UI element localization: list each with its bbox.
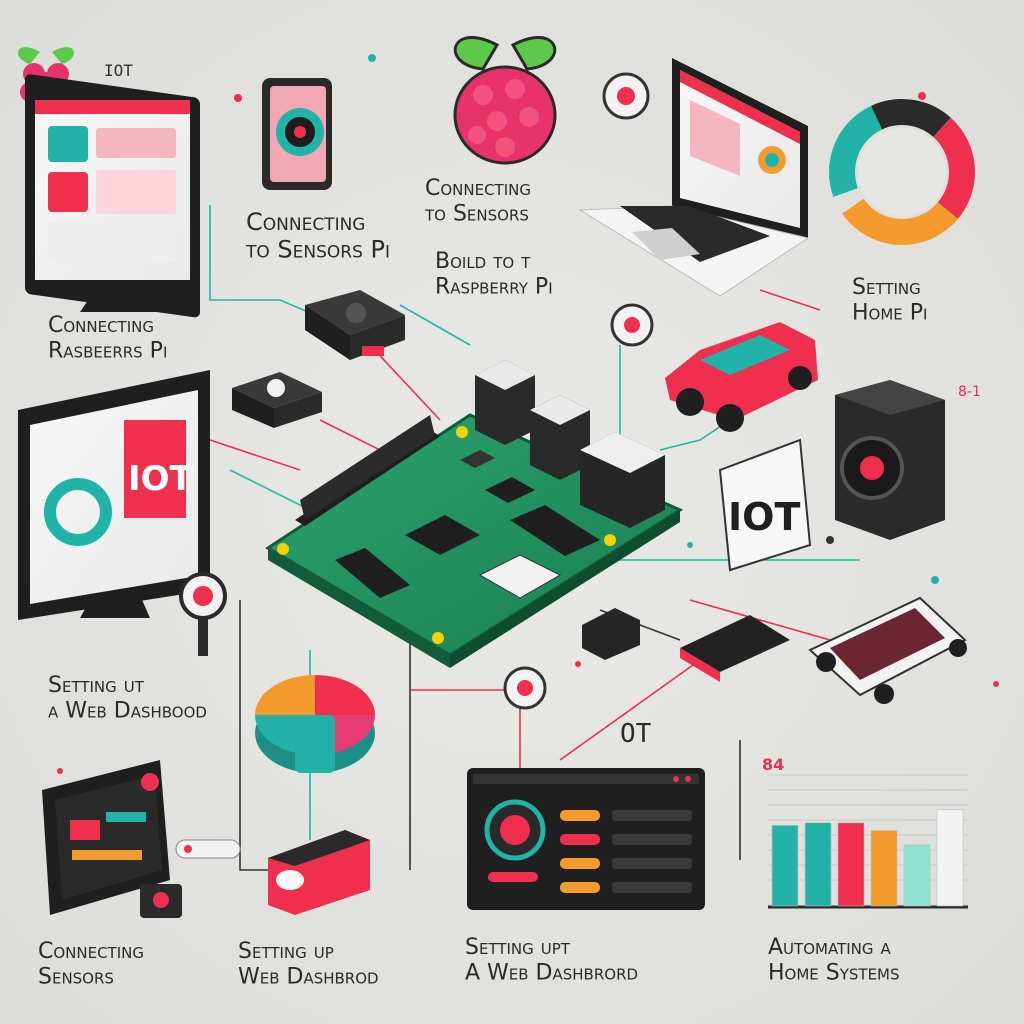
dashboard-tablet-left xyxy=(42,760,170,915)
iot-badge-card xyxy=(718,438,812,572)
label-setting-home-pi-line-2: Home Pi xyxy=(852,300,927,325)
bar-1 xyxy=(771,825,799,907)
red-gadget xyxy=(268,830,370,915)
tag-chip xyxy=(175,839,241,859)
iot-monitor-text: IOT xyxy=(128,459,194,499)
bar-5 xyxy=(903,844,931,907)
bar-3 xyxy=(837,822,865,907)
label-bottom-setting-up-web-line-2: Web Dashbrod xyxy=(238,964,379,989)
monitor-top-left xyxy=(25,74,200,318)
laptop xyxy=(578,58,810,297)
sensor-box-upper xyxy=(305,290,405,360)
usb-port-1 xyxy=(475,360,535,445)
ot-label: OT xyxy=(620,719,652,749)
gpio-header xyxy=(295,415,440,526)
label-setting-up-dashboard-line-2: a Web Dashbood xyxy=(48,698,207,723)
sensor-dot-top xyxy=(602,72,650,120)
magnifier-icon xyxy=(179,572,227,656)
bar-chart xyxy=(768,774,968,909)
camera-module-tile xyxy=(262,78,332,190)
gadget-small-black xyxy=(582,608,640,660)
pie-3d xyxy=(255,675,375,773)
label-connecting-sensors-pi: Connecting to Sensors Pi xyxy=(245,208,390,264)
sensor-box-lower xyxy=(232,372,322,428)
toy-car xyxy=(665,322,818,432)
label-bottom-connecting-sensors: Connecting Sensors xyxy=(38,939,151,989)
speaker-badge: 8-1 xyxy=(958,384,981,400)
speaker-cube xyxy=(835,380,945,540)
label-build-raspberry-line-2: Raspberry Pi xyxy=(435,274,553,299)
chart-badge: 84 xyxy=(762,755,784,774)
label-connecting-sensors-top-line-2: to Sensors xyxy=(424,201,529,226)
web-dashboard-panel xyxy=(467,768,705,910)
raspberry-pi-board xyxy=(265,360,684,668)
label-bottom-setting-up-a-web: Setting upt A Web Dashbrord xyxy=(465,935,638,985)
label-bottom-automating-line-2: Home Systems xyxy=(768,960,900,985)
sensor-dot-mid xyxy=(610,303,654,347)
iot-badge-text: IOT xyxy=(728,495,800,539)
label-build-raspberry: Boild to t Raspberry Pi xyxy=(435,249,553,299)
monitor-iot-left xyxy=(18,370,210,620)
raspberry-logo-large xyxy=(453,36,557,165)
label-connecting-raspberrs: Connecting Rasbeerrs Pi xyxy=(48,313,167,363)
iot-top-label: IOT xyxy=(104,61,133,80)
label-connecting-sensors-pi-line-2: to Sensors Pi xyxy=(245,236,390,264)
sensor-dot-center xyxy=(503,666,547,710)
label-bottom-setting-up-web: Setting up Web Dashbrod xyxy=(238,939,379,989)
label-connecting-sensors-top: Connecting to Sensors xyxy=(424,176,538,226)
label-bottom-connecting-sensors-line-2: Sensors xyxy=(38,964,114,989)
dashboard-rows xyxy=(488,810,692,893)
decorative-dots xyxy=(57,54,999,774)
donut-chart-top-right xyxy=(829,99,975,245)
ethernet-port xyxy=(580,432,665,528)
bar-4 xyxy=(870,830,898,907)
bar-6 xyxy=(936,809,964,907)
label-setting-home-pi: Setting Home Pi xyxy=(852,275,928,325)
camera-small-bottom xyxy=(140,884,182,918)
label-connecting-raspberrs-line-2: Rasbeerrs Pi xyxy=(48,338,167,363)
bar-2 xyxy=(804,822,832,907)
gadget-tablet-cart xyxy=(808,596,967,704)
usb-port-2 xyxy=(530,395,590,480)
bar-chart-grid xyxy=(768,774,968,881)
label-bottom-setting-up-a-web-line-2: A Web Dashbrord xyxy=(465,960,638,985)
label-setting-up-dashboard: Setting ut a Web Dashbood xyxy=(48,673,207,723)
label-bottom-automating: Automating a Home Systems xyxy=(768,935,900,985)
gadget-display-board xyxy=(680,615,790,682)
